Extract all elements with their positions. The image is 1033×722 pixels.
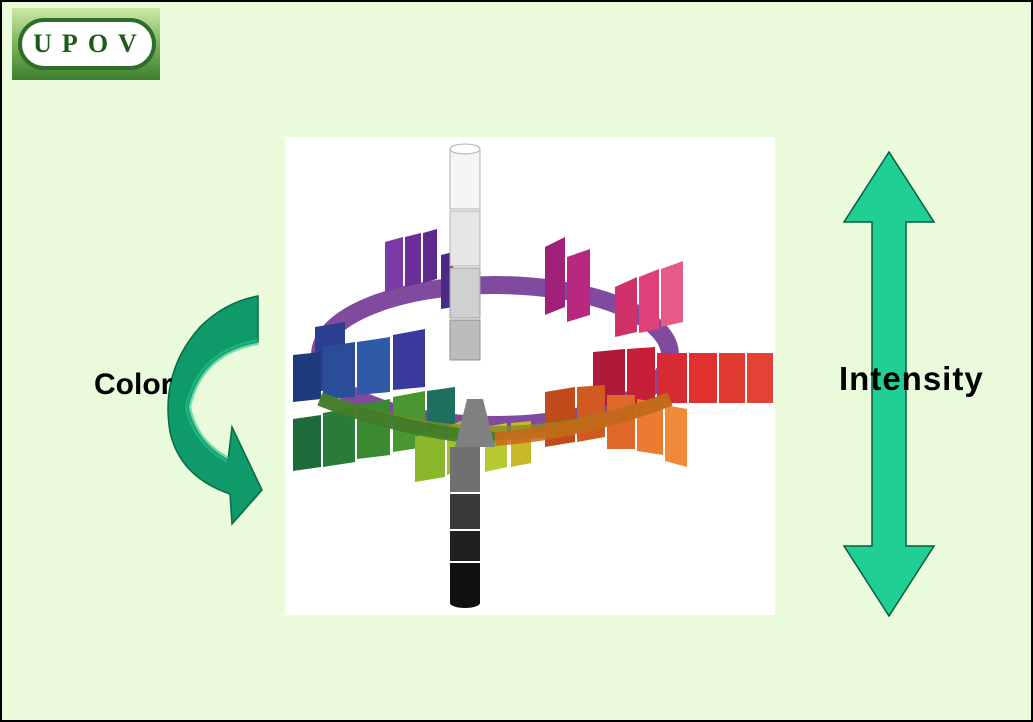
logo-text: UPOV [33, 29, 147, 58]
intensity-label: Intensity [839, 360, 984, 397]
color-label: Color [94, 368, 173, 401]
value-cylinder [449, 143, 481, 608]
color-solid-icon [285, 137, 775, 615]
red-band [593, 347, 773, 407]
intensity-double-arrow-icon [842, 150, 936, 618]
upov-logo: UPOV [12, 8, 160, 80]
color-solid-figure [285, 137, 775, 615]
purple-fan [385, 229, 453, 309]
logo-badge-icon [12, 8, 160, 80]
magenta-fan [545, 237, 683, 337]
curved-color-arrow-icon [167, 295, 263, 526]
blue-band [293, 322, 425, 402]
